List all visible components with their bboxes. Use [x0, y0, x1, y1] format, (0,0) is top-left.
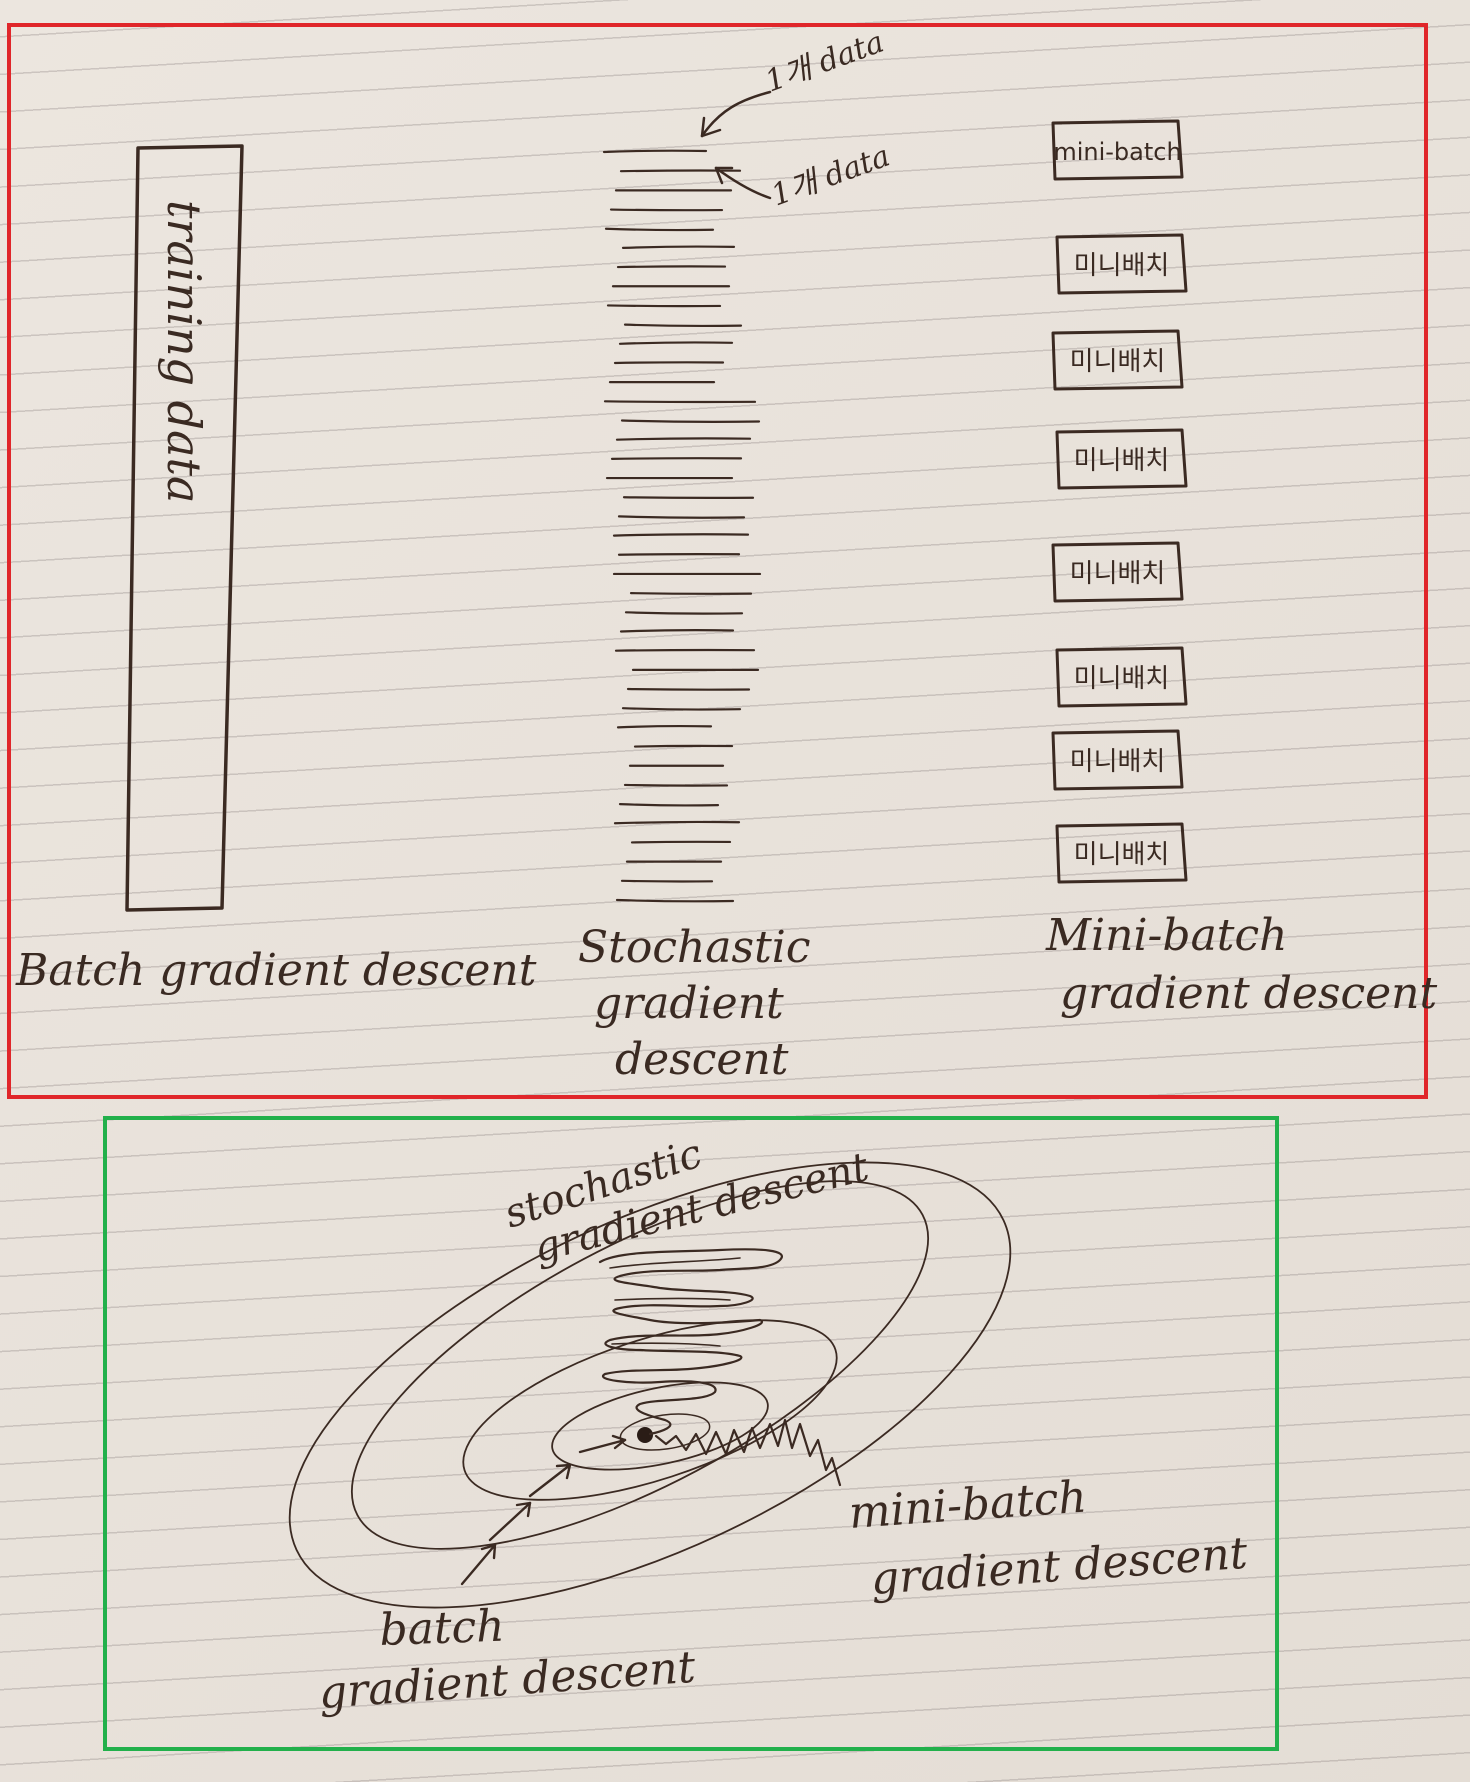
sgd-data-line	[615, 437, 752, 441]
sgd-caption-line-3: descent	[615, 1034, 789, 1085]
sgd-data-line	[619, 169, 742, 173]
sgd-data-line	[606, 304, 722, 308]
sgd-caption-line-2: gradient	[594, 978, 784, 1029]
loss-contours	[288, 1161, 1012, 1609]
sgd-data-line	[630, 840, 732, 844]
minibatch-box-label: 미니배치	[1074, 664, 1170, 694]
minibatch-box-label: 미니배치	[1070, 747, 1166, 777]
sgd-data-line	[602, 149, 708, 154]
sgd-data-line	[633, 744, 734, 748]
sgd-data-line	[618, 803, 720, 807]
bottom-mbgd-label-line-2: gradient descent	[869, 1528, 1249, 1605]
sgd-data-line	[609, 208, 724, 212]
bgd-path	[460, 1434, 627, 1586]
sgd-annotation-1: 1개 data	[761, 24, 889, 99]
bottom-mbgd-label-line-1: mini-batch	[847, 1471, 1088, 1538]
sgd-data-line	[621, 245, 736, 249]
sgd-data-line	[622, 496, 755, 499]
minibatch-box	[1055, 428, 1188, 490]
training-data-box	[125, 144, 244, 912]
bottom-bgd-label-line-1: batch	[379, 1601, 506, 1656]
sgd-annotation-arrow-2	[714, 166, 772, 200]
sgd-data-line	[612, 533, 750, 537]
sgd-annotation-arrow-1	[700, 90, 772, 138]
mbgd-caption-line-1: Mini-batch	[1045, 910, 1287, 961]
minibatch-box	[1051, 541, 1184, 603]
minibatch-box	[1051, 329, 1184, 391]
mbgd-path	[654, 1418, 842, 1487]
sgd-data-lines	[602, 149, 762, 903]
minibatch-box-label: 미니배치	[1074, 446, 1170, 476]
sgd-path	[598, 1248, 783, 1436]
training-data-label: training data	[157, 200, 211, 503]
bottom-bgd-label-line-2: gradient descent	[317, 1642, 697, 1719]
sgd-data-line	[626, 687, 751, 691]
sgd-data-line	[623, 783, 729, 787]
sgd-data-line	[619, 629, 735, 633]
sgd-data-line	[617, 553, 741, 556]
sgd-data-line	[603, 400, 757, 404]
mbgd-caption-line-2: gradient descent	[1060, 968, 1438, 1019]
sgd-data-line	[623, 323, 743, 328]
sgd-data-line	[604, 227, 715, 232]
sgd-data-line	[624, 611, 744, 615]
sgd-data-line	[629, 592, 753, 595]
sgd-data-line	[610, 457, 743, 460]
sgd-data-line	[616, 265, 727, 269]
sgd-caption-line-1: Stochastic	[578, 922, 811, 973]
sgd-data-line	[617, 515, 746, 519]
minibatch-box	[1055, 822, 1188, 884]
sgd-data-line	[621, 707, 742, 711]
minibatch-box-label: 미니배치	[1074, 840, 1170, 870]
top-panel-frame	[7, 23, 1428, 1099]
sgd-data-line	[618, 341, 734, 345]
minimum-point	[637, 1427, 653, 1443]
sgd-data-line	[616, 724, 713, 729]
sgd-data-line	[613, 820, 741, 825]
minibatch-box-label: mini-batch	[1053, 138, 1181, 166]
batch-gd-caption: Batch gradient descent	[15, 945, 537, 996]
bottom-panel-frame	[103, 1116, 1279, 1751]
minibatch-box-label: 미니배치	[1074, 251, 1170, 281]
sgd-data-line	[614, 648, 756, 652]
sgd-data-line	[615, 898, 735, 903]
minibatch-box	[1055, 233, 1188, 295]
sgd-data-line	[613, 361, 725, 365]
minibatch-box-label: 미니배치	[1070, 559, 1166, 589]
sgd-data-line	[620, 419, 761, 423]
minibatch-box	[1051, 119, 1184, 181]
sgd-annotation-2: 1개 data	[767, 138, 895, 213]
minibatch-box	[1051, 729, 1184, 791]
minibatch-box	[1055, 646, 1188, 708]
minibatch-box-label: 미니배치	[1070, 347, 1166, 377]
sgd-data-line	[620, 879, 714, 883]
